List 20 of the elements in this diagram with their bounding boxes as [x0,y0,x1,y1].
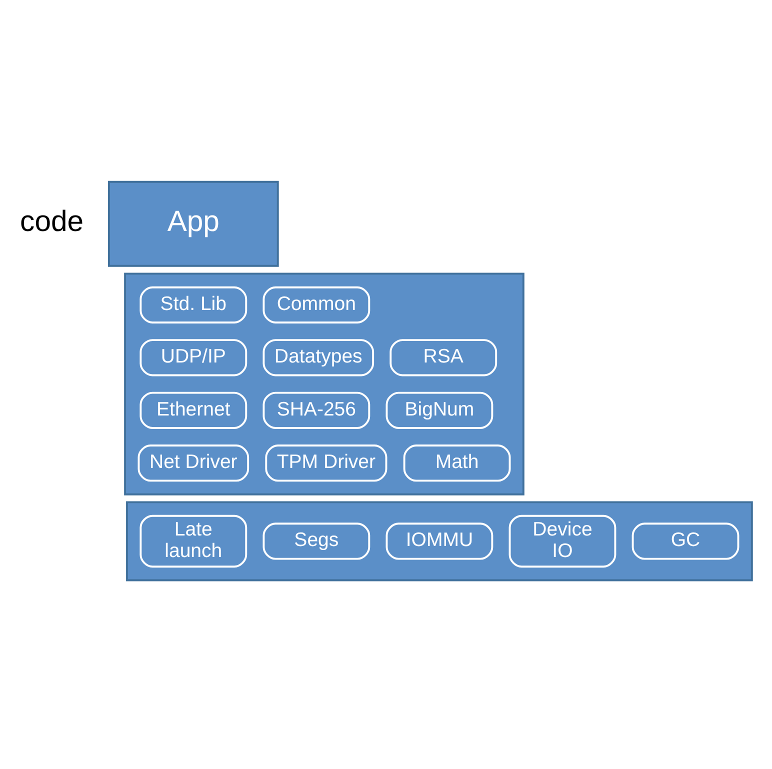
node-box: Math [403,444,511,482]
node-box: Late launch [140,514,248,568]
node-box: Common [262,286,370,323]
node-box: IOMMU [386,522,494,560]
node-box: SHA-256 [262,391,370,428]
node-box: BigNum [386,391,494,428]
node-box: App [108,180,279,266]
label: code [20,204,84,238]
node-box: Std. Lib [140,286,248,323]
node-box: UDP/IP [140,338,248,376]
node-box: Device IO [508,514,616,568]
node-box: RSA [390,338,498,376]
node-box: Datatypes [262,338,374,376]
node-box: TPM Driver [265,444,388,482]
cluster [124,272,524,495]
node-box: GC [632,522,740,560]
node-box: Ethernet [140,391,248,428]
node-box: Net Driver [138,444,250,482]
cluster [126,500,753,581]
node-box: Segs [262,522,370,560]
